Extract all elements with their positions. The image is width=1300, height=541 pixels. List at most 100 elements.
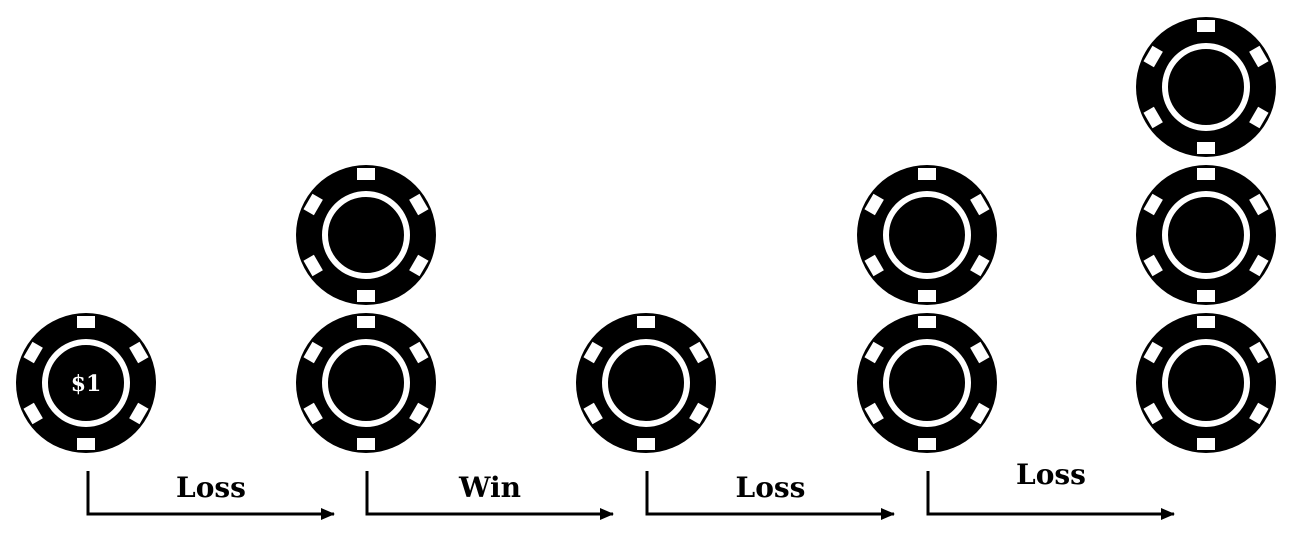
chip-edge-insert <box>409 402 429 425</box>
chip-edge-insert <box>918 168 936 180</box>
chip-edge-insert <box>1249 106 1269 129</box>
chip-edge-insert <box>1143 254 1163 277</box>
chip-body <box>1136 313 1276 453</box>
chip-edge-insert <box>303 193 323 216</box>
chip-stack <box>857 165 997 453</box>
chip-edge-insert <box>1143 341 1163 364</box>
chip-edge-insert <box>864 341 884 364</box>
chip-edge-insert <box>1249 402 1269 425</box>
poker-chip <box>296 165 436 305</box>
chip-edge-insert <box>637 316 655 328</box>
poker-chip <box>576 313 716 453</box>
chip-edge-insert <box>918 290 936 302</box>
chip-edge-insert <box>1197 316 1215 328</box>
step-arrow: Loss <box>926 458 1175 520</box>
step-arrows: Loss Win Loss Loss <box>86 458 1175 520</box>
chip-stack <box>296 165 436 453</box>
poker-chip <box>296 313 436 453</box>
arrow-line <box>645 471 895 520</box>
step-arrow: Loss <box>645 471 895 520</box>
chip-edge-insert <box>357 290 375 302</box>
chip-inner-ring <box>322 339 410 427</box>
step-arrow: Loss <box>86 471 335 520</box>
chip-edge-insert <box>1197 20 1215 32</box>
chip-edge-insert <box>918 316 936 328</box>
chip-body <box>296 165 436 305</box>
chip-inner-ring <box>42 339 130 427</box>
chip-edge-insert <box>1197 438 1215 450</box>
chip-edge-insert <box>303 341 323 364</box>
chip-edge-insert <box>1143 45 1163 68</box>
chip-edge-insert <box>1249 193 1269 216</box>
chip-edge-insert <box>77 438 95 450</box>
chip-edge-insert <box>1197 168 1215 180</box>
chip-edge-insert <box>409 193 429 216</box>
chip-stack <box>576 313 716 453</box>
chip-body <box>296 313 436 453</box>
chip-body <box>1136 165 1276 305</box>
chip-edge-insert <box>583 402 603 425</box>
step-arrow: Win <box>365 471 614 520</box>
step-label: Win <box>458 471 521 504</box>
chip-edge-insert <box>970 193 990 216</box>
poker-chip <box>857 313 997 453</box>
chip-edge-insert <box>1143 402 1163 425</box>
chip-stack <box>1136 17 1276 453</box>
chip-edge-insert <box>1249 45 1269 68</box>
chip-edge-insert <box>689 341 709 364</box>
chip-edge-insert <box>1143 106 1163 129</box>
chip-inner-ring <box>883 191 971 279</box>
step-label: Loss <box>736 471 806 504</box>
chip-edge-insert <box>1249 341 1269 364</box>
chip-edge-insert <box>409 254 429 277</box>
chip-edge-insert <box>864 193 884 216</box>
chip-edge-insert <box>129 402 149 425</box>
poker-chip: $1 <box>16 313 156 453</box>
chip-edge-insert <box>23 402 43 425</box>
chip-stack: $1 <box>16 313 156 453</box>
chip-edge-insert <box>1197 290 1215 302</box>
chip-edge-insert <box>1249 254 1269 277</box>
chip-inner-ring <box>1162 339 1250 427</box>
chip-edge-insert <box>303 402 323 425</box>
chip-inner-ring <box>1162 191 1250 279</box>
poker-chip <box>1136 17 1276 157</box>
chip-body <box>857 165 997 305</box>
chip-body <box>1136 17 1276 157</box>
poker-chip <box>1136 313 1276 453</box>
chip-edge-insert <box>409 341 429 364</box>
poker-chip <box>1136 165 1276 305</box>
chip-edge-insert <box>689 402 709 425</box>
chip-edge-insert <box>864 402 884 425</box>
chip-edge-insert <box>357 316 375 328</box>
chip-inner-ring <box>1162 43 1250 131</box>
chip-edge-insert <box>23 341 43 364</box>
chip-edge-insert <box>357 168 375 180</box>
chip-edge-insert <box>1197 142 1215 154</box>
chip-edge-insert <box>303 254 323 277</box>
chip-body <box>576 313 716 453</box>
chip-edge-insert <box>1143 193 1163 216</box>
chip-edge-insert <box>637 438 655 450</box>
chip-edge-insert <box>918 438 936 450</box>
chip-edge-insert <box>77 316 95 328</box>
chip-stacks: $1 <box>16 17 1276 453</box>
arrow-line <box>365 471 614 520</box>
poker-chip <box>857 165 997 305</box>
chip-edge-insert <box>970 254 990 277</box>
chip-edge-insert <box>970 402 990 425</box>
chip-edge-insert <box>357 438 375 450</box>
chip-value-label: $1 <box>71 371 102 397</box>
chip-inner-ring <box>322 191 410 279</box>
step-label: Loss <box>1016 458 1086 491</box>
step-label: Loss <box>176 471 246 504</box>
chip-edge-insert <box>583 341 603 364</box>
chip-body <box>16 313 156 453</box>
chip-edge-insert <box>129 341 149 364</box>
arrow-line <box>926 471 1175 520</box>
chip-edge-insert <box>864 254 884 277</box>
chip-inner-ring <box>883 339 971 427</box>
chip-body <box>857 313 997 453</box>
arrow-line <box>86 471 335 520</box>
